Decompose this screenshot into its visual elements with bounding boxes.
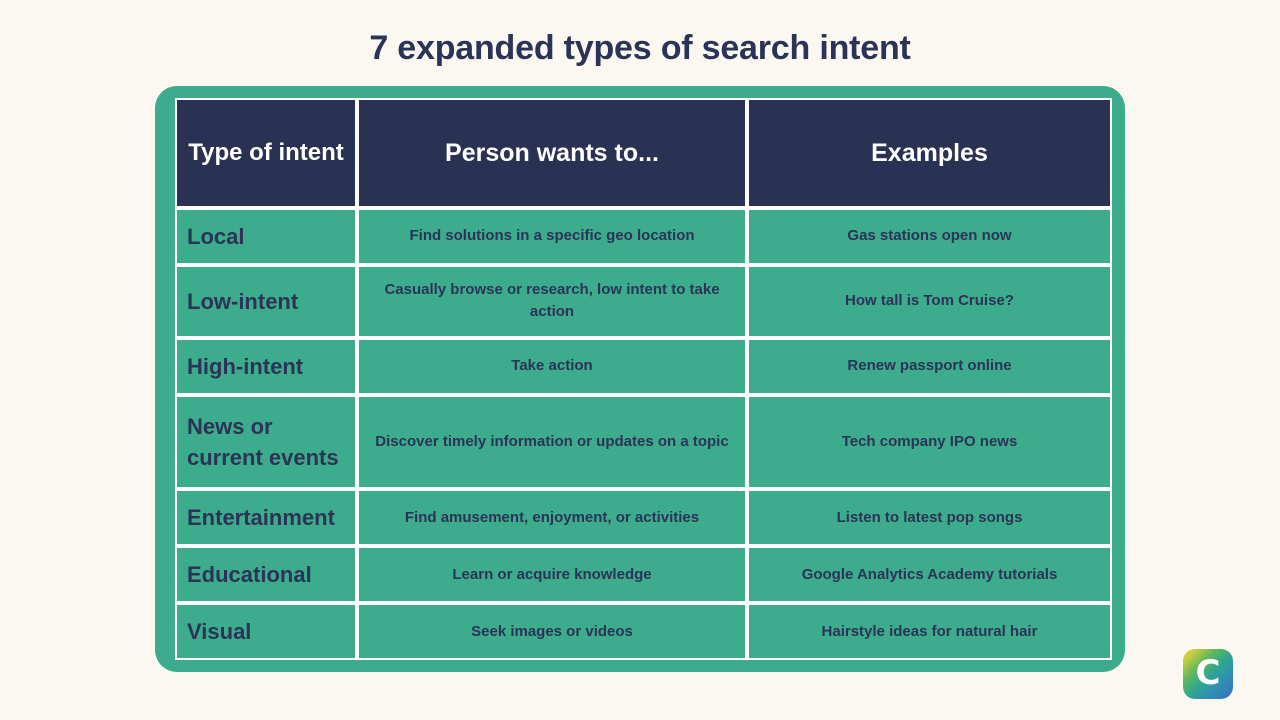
cell-intent-type: News or current events — [175, 394, 357, 490]
cell-intent-type: Entertainment — [175, 489, 357, 547]
cell-example: Hairstyle ideas for natural hair — [747, 603, 1112, 660]
brand-logo-icon: C — [1183, 649, 1233, 699]
cell-example: How tall is Tom Cruise? — [747, 264, 1112, 338]
cell-person-wants-to: Learn or acquire knowledge — [357, 546, 747, 604]
cell-intent-type: Visual — [175, 603, 357, 660]
cell-intent-type: High-intent — [175, 337, 357, 395]
cell-intent-type: Low-intent — [175, 264, 357, 338]
cell-example: Tech company IPO news — [747, 394, 1112, 490]
cell-person-wants-to: Find solutions in a specific geo locatio… — [357, 208, 747, 265]
table-body: Local Find solutions in a specific geo l… — [175, 208, 1112, 660]
page-title: 7 expanded types of search intent — [369, 29, 911, 67]
cell-example: Gas stations open now — [747, 208, 1112, 265]
column-header-type-of-intent: Type of intent — [175, 98, 357, 208]
cell-intent-type: Local — [175, 208, 357, 265]
table-row: High-intent Take action Renew passport o… — [175, 337, 1112, 395]
search-intent-table: Type of intent Person wants to... Exampl… — [175, 98, 1112, 660]
table-row: Low-intent Casually browse or research, … — [175, 264, 1112, 338]
table-header-row: Type of intent Person wants to... Exampl… — [175, 98, 1112, 208]
cell-person-wants-to: Seek images or videos — [357, 603, 747, 660]
cell-person-wants-to: Discover timely information or updates o… — [357, 394, 747, 490]
table-row: Visual Seek images or videos Hairstyle i… — [175, 603, 1112, 660]
table-row: News or current events Discover timely i… — [175, 394, 1112, 490]
cell-person-wants-to: Find amusement, enjoyment, or activities — [357, 489, 747, 547]
brand-logo-letter: C — [1195, 653, 1221, 693]
cell-person-wants-to: Take action — [357, 337, 747, 395]
cell-example: Google Analytics Academy tutorials — [747, 546, 1112, 604]
cell-person-wants-to: Casually browse or research, low intent … — [357, 264, 747, 338]
table-row: Entertainment Find amusement, enjoyment,… — [175, 489, 1112, 547]
cell-intent-type: Educational — [175, 546, 357, 604]
column-header-examples: Examples — [747, 98, 1112, 208]
cell-example: Renew passport online — [747, 337, 1112, 395]
cell-example: Listen to latest pop songs — [747, 489, 1112, 547]
table-header: Type of intent Person wants to... Exampl… — [175, 98, 1112, 208]
table-frame: Type of intent Person wants to... Exampl… — [155, 86, 1125, 672]
column-header-person-wants-to: Person wants to... — [357, 98, 747, 208]
table-row: Local Find solutions in a specific geo l… — [175, 208, 1112, 265]
table-row: Educational Learn or acquire knowledge G… — [175, 546, 1112, 604]
